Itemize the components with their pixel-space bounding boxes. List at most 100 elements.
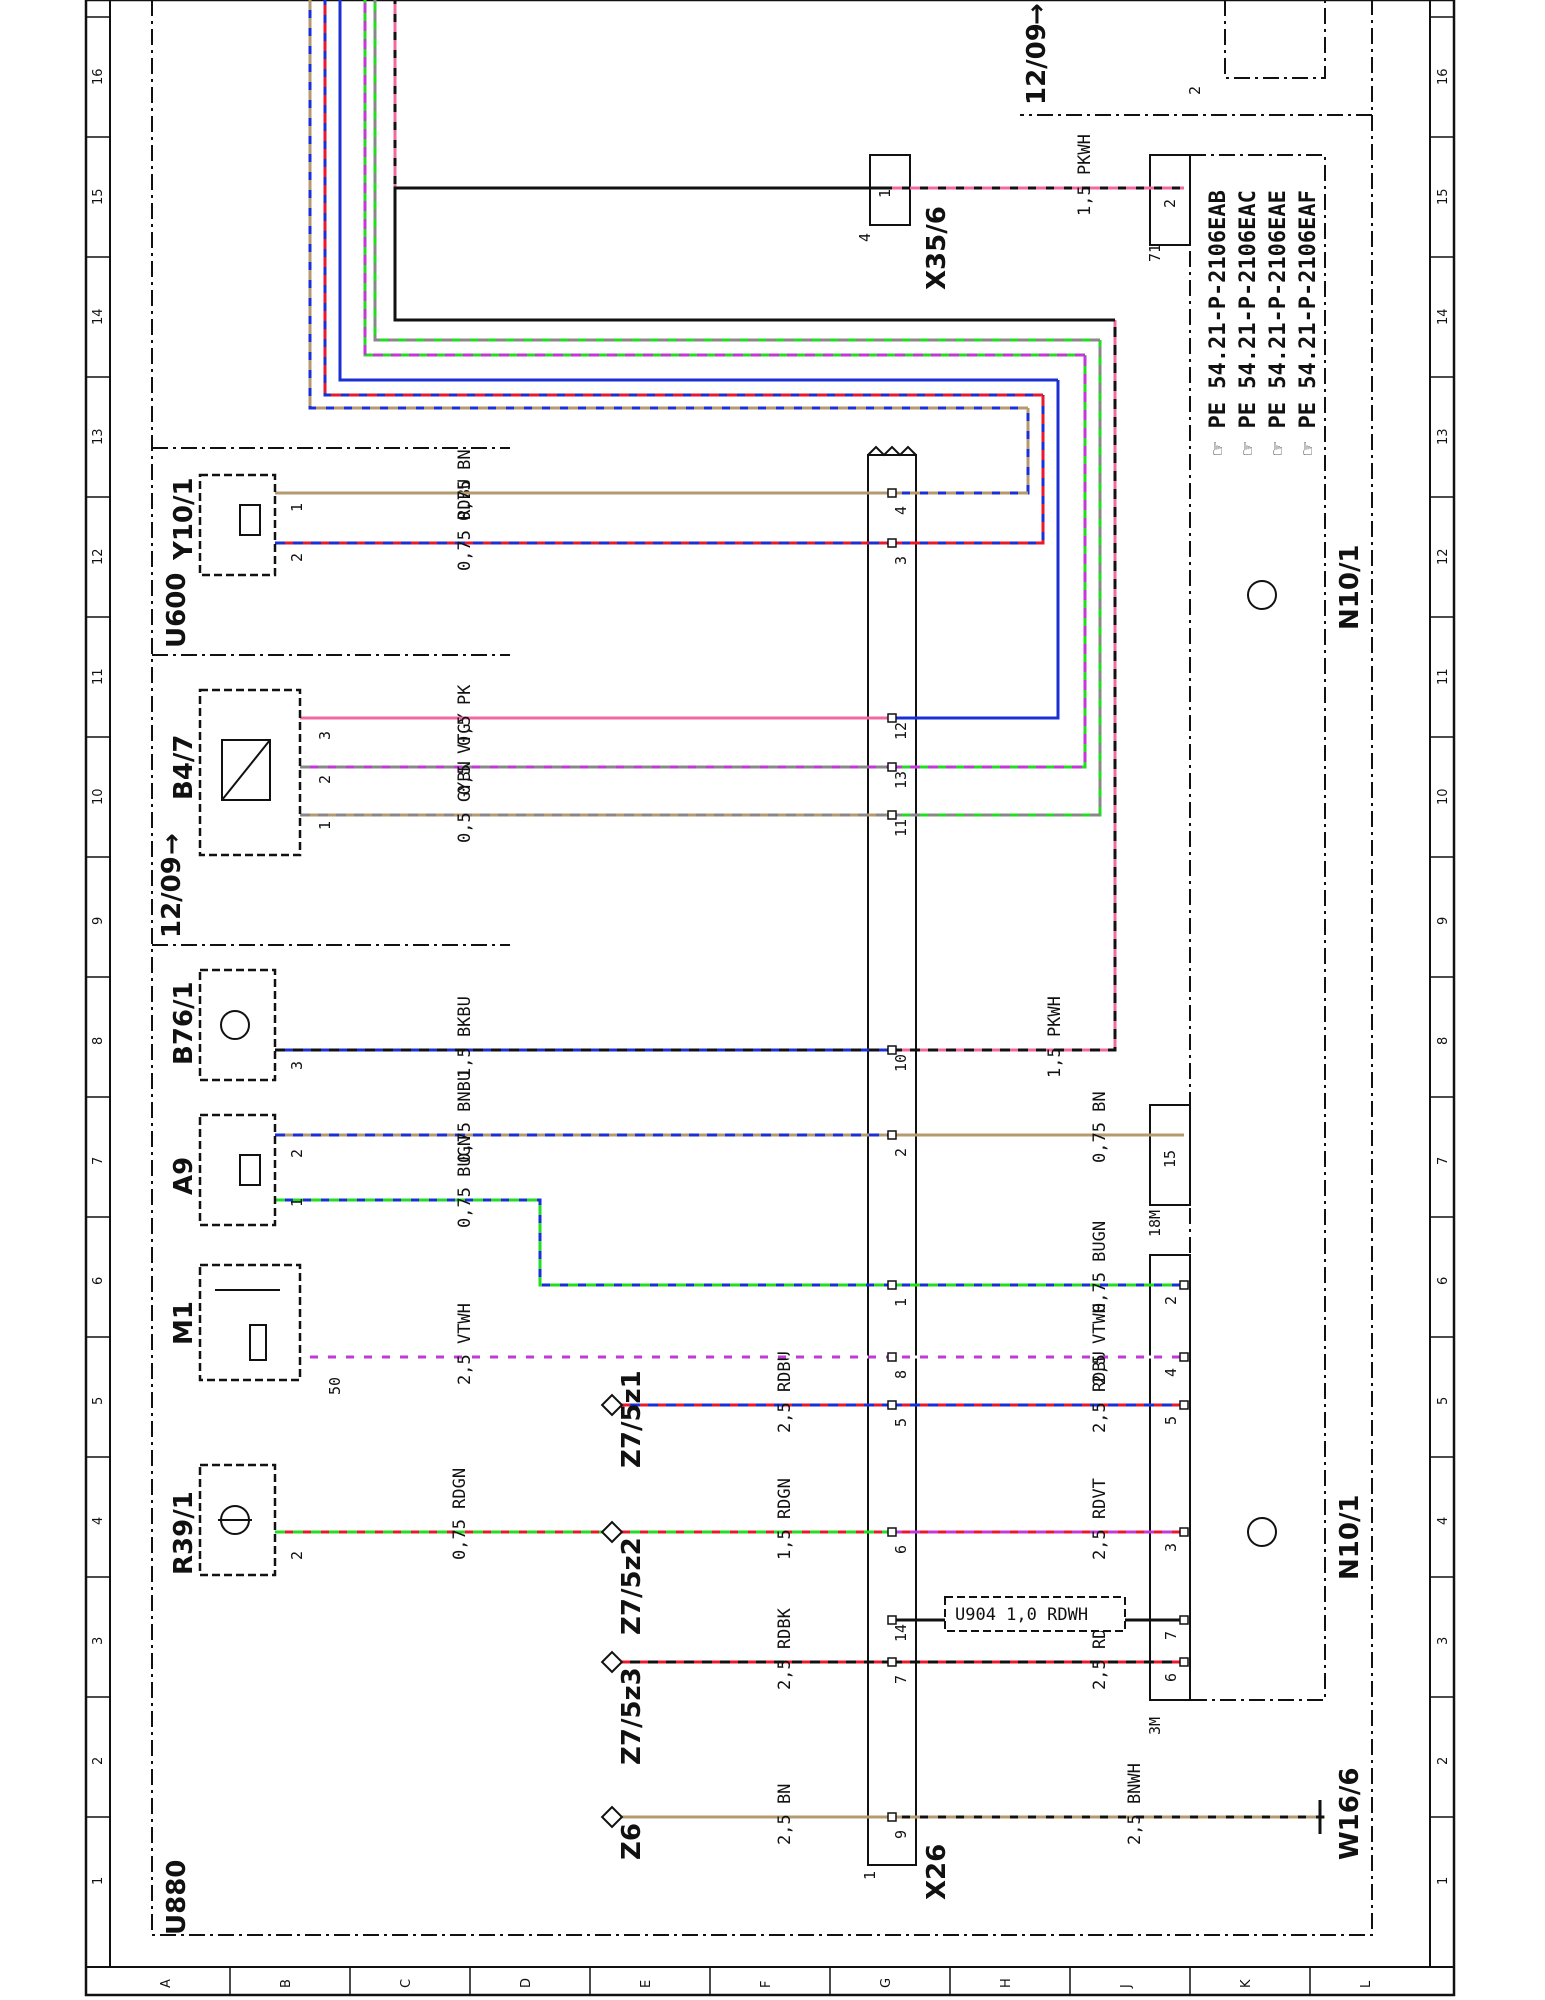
x26-pin-1-mark: 1: [861, 1871, 879, 1880]
grid-number: 2: [91, 1757, 106, 1765]
grid-number: 15: [1436, 188, 1451, 205]
wire-label-pin2-right: 0,75 BN: [1090, 1091, 1110, 1163]
grid-number: 11: [1436, 668, 1451, 685]
x26-pin-number: 10: [892, 1054, 910, 1072]
date-arrow-right: →: [1022, 3, 1052, 25]
x26-label: X26: [922, 1844, 952, 1900]
grid-number: 5: [91, 1397, 106, 1405]
reference-entry[interactable]: ☞ PE 54.21-P-2106EAC: [1236, 190, 1261, 455]
svg-text:1: 1: [288, 503, 306, 512]
grid-number: 6: [91, 1277, 106, 1285]
w16-6-label: W16/6: [1335, 1768, 1365, 1860]
bundle-pkwh: [393, 0, 1115, 322]
wire-label-w16: 2,5 BNWH: [1125, 1763, 1145, 1845]
grid-number: 4: [91, 1517, 106, 1525]
svg-text:3: 3: [288, 1061, 306, 1070]
svg-text:2: 2: [316, 775, 334, 784]
x26-pin-number: 1: [892, 1298, 910, 1307]
bundle-gybn: [373, 0, 1100, 342]
svg-text:Z6: Z6: [617, 1823, 647, 1860]
svg-text:B4/7: B4/7: [169, 735, 199, 801]
n10-pin-number: 6: [1162, 1673, 1180, 1682]
wire-label-z7z2-right: 2,5 RDVT: [1090, 1478, 1110, 1560]
date-label-right: 12/09: [1022, 23, 1052, 105]
bundle-vtgy: [363, 0, 1085, 357]
grid-number: 3: [91, 1637, 106, 1645]
n10-connector-top: [1149, 154, 1191, 246]
grid-number: 12: [1436, 548, 1451, 565]
grid-letter: H: [999, 1978, 1014, 1988]
grid-letter: L: [1359, 1980, 1374, 1988]
n10-pin-number: 2: [1162, 1296, 1180, 1305]
n10-2-mark: 2: [1161, 199, 1179, 208]
date-label-left: 12/09: [157, 856, 187, 938]
reference-entry[interactable]: ☞ PE 54.21-P-2106EAB: [1206, 190, 1231, 455]
bundle-rdbu: [323, 0, 1043, 397]
z7-5z2-splice: Z7/5z2: [600, 1520, 647, 1635]
x35-pin-1-mark: 1: [876, 189, 894, 198]
x26-pin-number: 7: [892, 1675, 910, 1684]
wire-a9-bugn: [275, 1198, 892, 1287]
x26-pin-number: 12: [892, 722, 910, 740]
region-label-u600: U600: [162, 573, 192, 648]
z7-5z1-splice: Z7/5z1: [600, 1370, 647, 1468]
svg-text:3: 3: [316, 731, 334, 740]
grid-number: 11: [91, 668, 106, 685]
z6-splice: Z6: [600, 1805, 647, 1860]
grid-letter: D: [519, 1978, 534, 1988]
wire-label-x35: 1,5 PKWH: [1075, 134, 1095, 216]
grid-number: 1: [1436, 1877, 1451, 1885]
svg-text:1: 1: [288, 1198, 306, 1207]
x26-pin-number: 3: [892, 556, 910, 565]
n10-18m-mark: 18M: [1146, 1210, 1164, 1237]
grid-number: 2: [1436, 1757, 1451, 1765]
y10-1-component: Y10/1 2 1: [169, 473, 306, 577]
wire-label-z7z2-left: 1,5 RDGN: [775, 1478, 795, 1560]
svg-text:2: 2: [288, 1149, 306, 1158]
grid-number: 10: [91, 788, 106, 805]
z7-5z3-splice: Z7/5z3: [600, 1650, 647, 1765]
svg-text:U904 1,0 RDWH: U904 1,0 RDWH: [955, 1605, 1088, 1625]
wire-label-z7z3-left: 2,5 RDBK: [775, 1607, 795, 1690]
x35-label: X35/6: [922, 206, 952, 290]
svg-text:50: 50: [326, 1377, 344, 1395]
reference-list: ☞ PE 54.21-P-2106EAB☞ PE 54.21-P-2106EAC…: [1206, 190, 1321, 455]
svg-text:Z7/5z2: Z7/5z2: [617, 1537, 647, 1635]
grid-number: 9: [1436, 917, 1451, 925]
grid-number: 13: [1436, 428, 1451, 445]
reference-entry[interactable]: ☞ PE 54.21-P-2106EAF: [1296, 190, 1321, 455]
wire-label-z7z1-left: 2,5 RDBU: [775, 1351, 795, 1433]
grid-number: 9: [91, 917, 106, 925]
a9-component: A9 1 2: [169, 1113, 306, 1227]
m1-component: M1 50: [169, 1263, 344, 1395]
wire-b76-right: [892, 320, 1117, 1052]
wire-label-m1-right: 2,5 VTWH: [1090, 1303, 1110, 1385]
n10-3m-mark: 3M: [1146, 1717, 1164, 1735]
n10-connector-body: [1149, 1254, 1191, 1701]
n10-connector-upper: [1149, 1104, 1191, 1206]
u904-box: U904 1,0 RDWH: [944, 1596, 1126, 1632]
x26-pin-number: 5: [892, 1418, 910, 1427]
wire-y10-1-right: [892, 408, 1030, 495]
wire-label-b47-3: 0,5 PK: [455, 684, 475, 746]
grid-letter: G: [879, 1978, 894, 1988]
wire-label-pin1-right: 0,75 BUGN: [1090, 1221, 1110, 1313]
svg-text:R39/1: R39/1: [169, 1491, 199, 1575]
wire-label-r39: 0,75 RDGN: [450, 1468, 470, 1560]
svg-text:Z7/5z3: Z7/5z3: [617, 1667, 647, 1765]
svg-text:Y10/1: Y10/1: [169, 477, 199, 561]
n10-ground-symbol-upper: [1247, 580, 1277, 610]
reference-entry[interactable]: ☞ PE 54.21-P-2106EAE: [1266, 190, 1291, 455]
grid-letter: A: [159, 1979, 174, 1988]
wire-label-a9-bugn: 0,75 BUGN: [455, 1136, 475, 1228]
x26-pin-number: 14: [892, 1624, 910, 1642]
x35-connector-body: [869, 154, 911, 226]
r39-1-component: R39/1 2: [169, 1463, 306, 1577]
grid-number: 15: [91, 188, 106, 205]
x26-pin-number: 6: [892, 1545, 910, 1554]
